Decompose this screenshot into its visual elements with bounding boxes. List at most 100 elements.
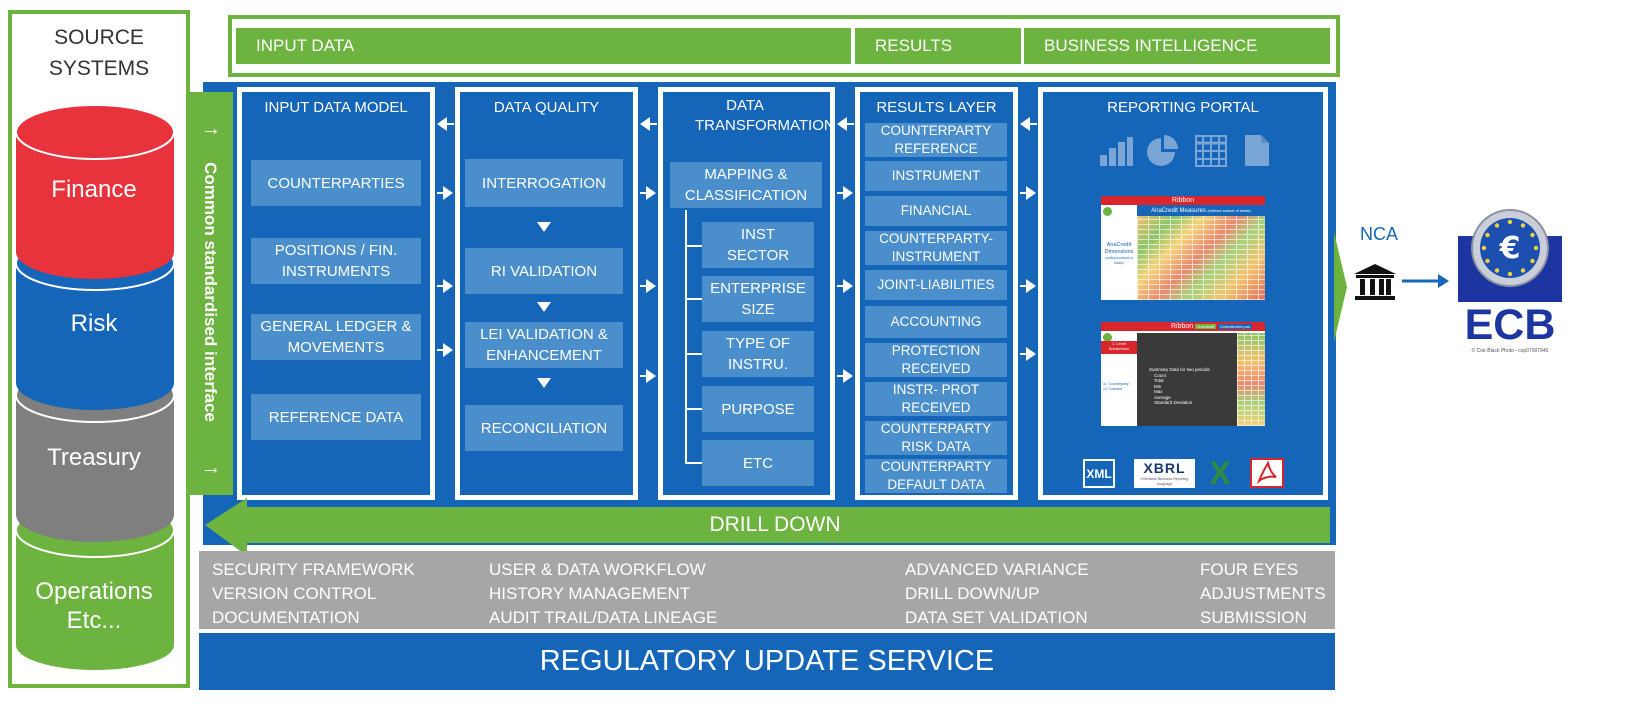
feature-history-management: HISTORY MANAGEMENT [489, 584, 691, 603]
arrow-right-shaft [640, 285, 646, 287]
xml-export-icon[interactable]: XML [1083, 459, 1115, 488]
tree-connector-branch [685, 462, 702, 464]
dt-item-enterprise-size: ENTERPRISE SIZE [702, 276, 814, 322]
input-item-general-ledger: GENERAL LEDGER & MOVEMENTS [251, 314, 421, 360]
report1-side-line2: Dimensions [1104, 249, 1134, 255]
report2-summary-item: Max [1154, 389, 1163, 394]
interface-arrow-top-icon: → [201, 118, 221, 140]
drill-down-arrow [205, 498, 1330, 556]
tree-connector-branch [685, 245, 702, 247]
document-icon [1245, 135, 1269, 166]
svg-text:€: € [1499, 231, 1521, 266]
dt-mapping-classification: MAPPING & CLASSIFICATION [670, 162, 822, 208]
source-systems-title: SOURCE SYSTEMS [10, 22, 188, 84]
arrow-right-icon [843, 279, 853, 293]
data-quality-title: DATA QUALITY [493, 99, 600, 116]
arrow-right-icon [1026, 186, 1036, 200]
top-bar-business-intelligence: BUSINESS INTELLIGENCE [1024, 28, 1330, 64]
report2-level-header: 1. Level Breakdown [1101, 341, 1137, 354]
report2-tab-overdraft: Overdraft [1195, 324, 1216, 329]
arrow-left-shaft [1029, 123, 1037, 125]
dt-item-purpose: PURPOSE [702, 386, 814, 432]
results-item-counterparty-reference: COUNTERPARTY REFERENCE [865, 123, 1007, 157]
report2-summary-item: Min [1154, 383, 1162, 389]
arrow-down-icon [537, 302, 551, 312]
grid-table-icon [1195, 135, 1227, 167]
results-item-joint-liabilities: JOINT-LIABILITIES [865, 270, 1007, 300]
pie-chart-icon [1147, 135, 1178, 166]
dt-item-type-of-instru: TYPE OF INSTRU. [702, 331, 814, 377]
arrow-left-shaft [846, 123, 854, 125]
xbrl-export-icon[interactable]: XBRL eXtensible Business Reporting Langu… [1134, 459, 1195, 488]
features-column-2: USER & DATA WORKFLOW HISTORY MANAGEMENT … [489, 558, 717, 630]
report-preview-1: Ribbon AnaCredit Measures (without subse… [1101, 196, 1265, 300]
report2-level-line1: 1. Level [1111, 341, 1126, 346]
report1-side-note: (without subset of totals) [1105, 256, 1133, 265]
features-column-4: FOUR EYES ADJUSTMENTS SUBMISSION [1200, 558, 1326, 630]
features-column-1: SECURITY FRAMEWORK VERSION CONTROL DOCUM… [212, 558, 415, 630]
report1-header-note: (without subset of totals) [1207, 208, 1251, 213]
cylinder-label-operations-line1: Operations [35, 578, 153, 605]
dq-item-ri-validation: RI VALIDATION [465, 248, 623, 294]
results-item-counterparty-risk-data: COUNTERPARTY RISK DATA [865, 421, 1007, 455]
feature-adjustments: ADJUSTMENTS [1200, 584, 1326, 603]
arrow-right-icon [843, 186, 853, 200]
drill-down-label: DRILL DOWN [709, 513, 841, 536]
xbrl-sublabel: eXtensible Business Reporting Language [1140, 477, 1189, 486]
arrow-to-ecb-icon [1402, 274, 1449, 288]
ecb-credit: © Coe Black Photo - csp07007940 [1471, 348, 1549, 354]
features-bar [199, 551, 1335, 629]
report2-summary-box: Summary Data for two periods Count Total… [1137, 333, 1237, 426]
report2-summary-item: Average [1154, 394, 1171, 400]
arrow-left-icon [1020, 117, 1030, 131]
arrow-right-shaft [437, 285, 443, 287]
top-bar-results: RESULTS [855, 28, 1021, 64]
report1-side-line1: AnaCredit [1106, 242, 1132, 248]
arrow-right-shaft [837, 375, 843, 377]
report2-summary-title: Summary Data for two periods [1149, 367, 1210, 372]
source-systems-title-line1: SOURCE [54, 26, 144, 49]
arrow-right-shaft [640, 375, 646, 377]
feature-user-data-workflow: USER & DATA WORKFLOW [489, 560, 706, 579]
report2-ribbon: Ribbon Overdraft Commitment pos [1101, 322, 1265, 331]
cylinder-label-operations-line2: Etc... [66, 607, 122, 634]
feature-security-framework: SECURITY FRAMEWORK [212, 560, 415, 579]
arrow-right-shaft [837, 192, 843, 194]
top-bar-input-data: INPUT DATA [236, 28, 851, 64]
cylinder-label-finance: Finance [51, 176, 137, 203]
excel-export-icon[interactable]: X [1209, 454, 1231, 491]
arrow-right-shaft [1020, 353, 1026, 355]
data-transformation-title: DATA TRANSFORMATION [695, 97, 835, 134]
results-item-accounting: ACCOUNTING [865, 306, 1007, 338]
arrow-right-shaft [837, 285, 843, 287]
results-item-counterparty-instrument: COUNTERPARTY-INSTRUMENT [865, 231, 1007, 265]
report1-side-panel: AnaCredit Dimensions (without subset of … [1101, 216, 1137, 300]
nca-label: NCA [1359, 224, 1398, 244]
tree-connector-vertical [685, 210, 687, 462]
feature-audit-trail: AUDIT TRAIL/DATA LINEAGE [489, 608, 718, 627]
results-layer-title: RESULTS LAYER [876, 99, 997, 116]
results-item-instr-prot-received: INSTR- PROT RECEIVED [865, 382, 1007, 416]
report2-level-line2: Breakdown [1108, 346, 1129, 351]
bar-chart-icon [1100, 137, 1133, 166]
bank-building-icon [1354, 264, 1396, 300]
feature-four-eyes: FOUR EYES [1200, 560, 1299, 579]
cylinder-label-risk: Risk [70, 310, 118, 337]
pdf-export-icon[interactable] [1249, 457, 1285, 489]
features-column-3: ADVANCED VARIANCE DRILL DOWN/UP DATA SET… [905, 558, 1089, 630]
arrow-left-icon [837, 117, 847, 131]
arrow-right-icon [843, 369, 853, 383]
feature-submission: SUBMISSION [1200, 608, 1307, 627]
arrow-right-shaft [437, 192, 443, 194]
arrow-left-icon [640, 117, 650, 131]
cylinder-finance [15, 104, 175, 279]
report2-summary-item: Total [1154, 378, 1164, 383]
results-item-protection-received: PROTECTION RECEIVED [865, 343, 1007, 377]
dq-item-reconciliation: RECONCILIATION [465, 405, 623, 451]
arrow-right-icon [443, 186, 453, 200]
report1-header-title: AnaCredit Measures [1151, 208, 1206, 214]
arrow-right-icon [1026, 347, 1036, 361]
regulatory-update-banner: REGULATORY UPDATE SERVICE [199, 633, 1335, 690]
cylinder-label-treasury: Treasury [47, 444, 141, 471]
results-item-instrument: INSTRUMENT [865, 161, 1007, 191]
